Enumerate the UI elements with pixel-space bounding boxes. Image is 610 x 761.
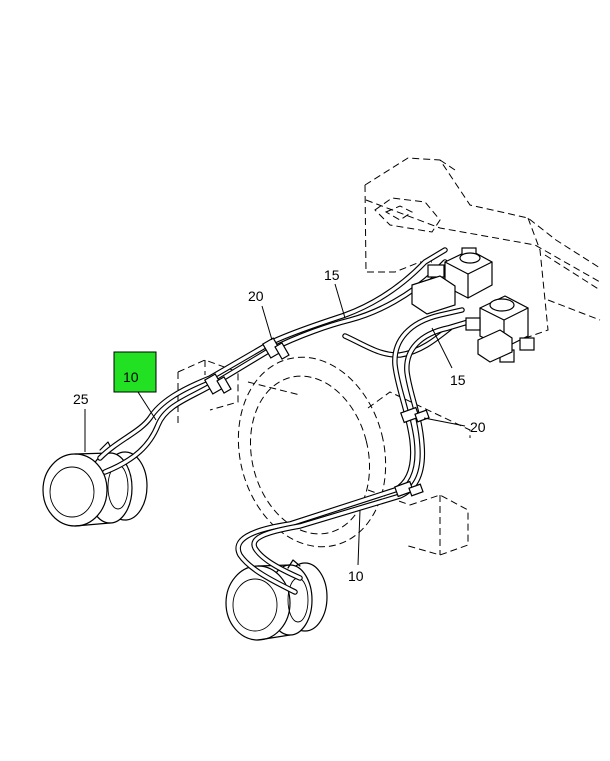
frame-rail (364, 157, 601, 341)
tube-clips (203, 337, 430, 498)
callout-15-top: 15 (324, 267, 340, 283)
relay-valve-lower (465, 295, 535, 363)
callout-label: 10 (123, 369, 139, 385)
axle-housing (177, 356, 471, 556)
callout-10-highlighted[interactable]: 10 (113, 351, 157, 393)
leader-lines (84, 283, 466, 566)
callout-10-bottom: 10 (348, 568, 364, 584)
relay-valve-upper (411, 247, 493, 315)
callout-20-top: 20 (248, 288, 264, 304)
callout-15-right: 15 (450, 372, 466, 388)
brake-chamber-left (42, 441, 148, 527)
callout-25: 25 (73, 391, 89, 407)
callout-20-right: 20 (470, 419, 486, 435)
brake-chamber-bottom (225, 559, 328, 641)
